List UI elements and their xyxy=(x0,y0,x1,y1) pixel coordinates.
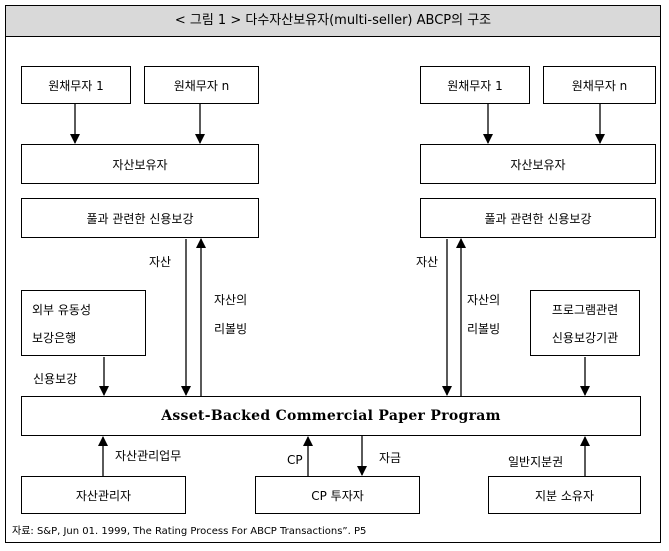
right-pool-credit-label: 풀과 관련한 신용보강 xyxy=(484,211,592,226)
left-originator-1-label: 원채무자 1 xyxy=(48,78,104,93)
left-seller-label: 자산보유자 xyxy=(112,157,168,172)
right-seller-box: 자산보유자 xyxy=(420,144,656,184)
admin-label: 자산관리자 xyxy=(75,488,132,503)
left-originator-n-box: 원채무자 n xyxy=(144,66,259,104)
right-program-credit-box: 프로그램관련 신용보강기관 xyxy=(530,290,640,356)
right-revolving-label-1: 자산의 xyxy=(467,293,501,307)
right-originator-1-box: 원채무자 1 xyxy=(420,66,530,104)
right-asset-label: 자산 xyxy=(416,255,439,269)
figure-title: < 그림 1 > 다수자산보유자(multi-seller) ABCP의 구조 xyxy=(5,5,661,37)
cp-label: CP xyxy=(287,453,303,467)
left-pool-credit-box: 풀과 관련한 신용보강 xyxy=(21,198,259,238)
cp-investor-box: CP 투자자 xyxy=(255,476,420,514)
right-program-credit-line2: 신용보강기관 xyxy=(551,330,619,345)
left-liquidity-line2: 보강은행 xyxy=(32,330,77,345)
right-pool-credit-box: 풀과 관련한 신용보강 xyxy=(420,198,656,238)
left-seller-box: 자산보유자 xyxy=(21,144,259,184)
left-asset-label: 자산 xyxy=(149,255,172,269)
cp-investor-label: CP 투자자 xyxy=(311,488,364,503)
equity-owner-box: 지분 소유자 xyxy=(488,476,641,514)
abcp-program-label: Asset-Backed Commercial Paper Program xyxy=(161,408,501,424)
fund-label: 자금 xyxy=(379,451,402,465)
left-credit-label: 신용보강 xyxy=(33,372,78,386)
admin-box: 자산관리자 xyxy=(21,476,186,514)
equity-owner-label: 지분 소유자 xyxy=(534,488,594,503)
right-program-credit-line1: 프로그램관련 xyxy=(551,302,619,317)
left-revolving-label-2: 리볼빙 xyxy=(214,322,248,336)
left-originator-n-label: 원채무자 n xyxy=(173,78,230,93)
admin-work-label: 자산관리업무 xyxy=(115,449,182,463)
left-liquidity-line1: 외부 유동성 xyxy=(32,302,92,317)
left-pool-credit-label: 풀과 관련한 신용보강 xyxy=(86,211,194,226)
source-note: 자료: S&P, Jun 01. 1999, The Rating Proces… xyxy=(12,526,367,537)
abcp-program-box: Asset-Backed Commercial Paper Program xyxy=(21,396,641,436)
left-originator-1-box: 원채무자 1 xyxy=(21,66,131,104)
left-revolving-label-1: 자산의 xyxy=(214,293,248,307)
equity-label: 일반지분권 xyxy=(508,455,564,469)
right-originator-1-label: 원채무자 1 xyxy=(447,78,503,93)
left-liquidity-bank-box: 외부 유동성 보강은행 xyxy=(21,290,146,356)
right-seller-label: 자산보유자 xyxy=(510,157,566,172)
right-originator-n-box: 원채무자 n xyxy=(543,66,656,104)
right-originator-n-label: 원채무자 n xyxy=(571,78,628,93)
right-revolving-label-2: 리볼빙 xyxy=(467,322,501,336)
